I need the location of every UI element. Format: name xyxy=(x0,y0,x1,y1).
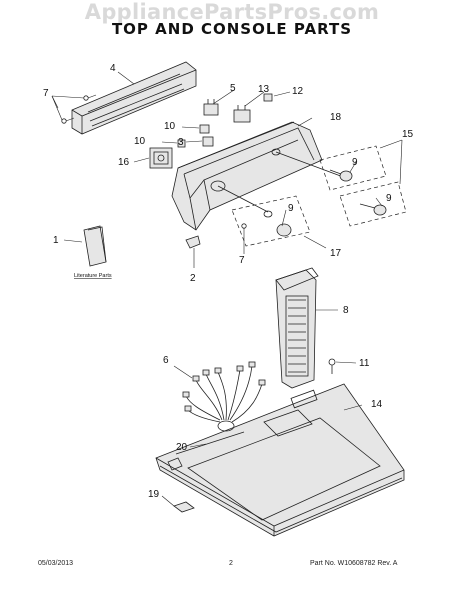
screw xyxy=(241,223,247,236)
callout-12: 12 xyxy=(292,86,304,97)
literature-book-part-1 xyxy=(83,225,107,267)
screw-part-11 xyxy=(328,358,336,374)
console-part-18 xyxy=(171,121,347,231)
console-back-panel xyxy=(71,61,197,135)
callout-7: 7 xyxy=(239,255,245,266)
callout-17: 17 xyxy=(330,248,342,259)
page-title: TOP AND CONSOLE PARTS xyxy=(111,20,353,38)
callout-9: 9 xyxy=(386,193,392,204)
knob-part-12 xyxy=(263,93,273,102)
literature-label: Literature Parts xyxy=(74,273,112,279)
screw xyxy=(61,117,75,124)
callout-20: 20 xyxy=(176,442,188,453)
bracket-part-3 xyxy=(202,136,214,147)
knob-group-17 xyxy=(231,195,311,247)
footer-part-number: Part No. W10608782 Rev. A xyxy=(310,560,398,567)
callout-2: 2 xyxy=(190,273,196,284)
callout-labels: 4 7 5 13 12 10 18 15 10 3 9 16 9 9 1 17 … xyxy=(43,63,414,500)
callout-15: 15 xyxy=(402,129,414,140)
footer-page-number: 2 xyxy=(229,560,233,567)
callout-10: 10 xyxy=(134,136,146,147)
callout-11: 11 xyxy=(359,358,370,369)
small-parts-10 xyxy=(177,124,210,148)
timer-part-16 xyxy=(149,147,173,169)
callout-14: 14 xyxy=(371,399,383,410)
screw xyxy=(83,94,97,101)
callout-10: 10 xyxy=(164,121,176,132)
callout-1: 1 xyxy=(53,235,59,246)
callout-19: 19 xyxy=(148,489,160,500)
pad-part-19 xyxy=(173,501,195,513)
strip-part-20 xyxy=(175,431,245,455)
callout-18: 18 xyxy=(330,112,342,123)
knob-group-15-lower xyxy=(339,181,407,227)
callout-3: 3 xyxy=(178,137,184,148)
callout-13: 13 xyxy=(258,84,270,95)
callout-5: 5 xyxy=(230,83,236,94)
clip-part-2 xyxy=(185,235,201,249)
switch-part-13 xyxy=(233,105,251,123)
callout-16: 16 xyxy=(118,157,130,168)
callout-9: 9 xyxy=(352,157,358,168)
watermark: AppliancePartsPros.com xyxy=(84,0,380,24)
switch-part-5 xyxy=(203,99,219,116)
callout-7: 7 xyxy=(43,88,49,99)
callout-9: 9 xyxy=(288,203,294,214)
leader-lines xyxy=(51,71,403,507)
callout-4: 4 xyxy=(110,63,116,74)
knob-group-15-upper xyxy=(319,145,387,191)
top-panel-part-14 xyxy=(155,383,405,537)
callout-8: 8 xyxy=(343,305,349,316)
footer-date: 05/03/2013 xyxy=(38,560,74,567)
lint-filter-part-8 xyxy=(275,267,319,389)
callout-6: 6 xyxy=(163,355,169,366)
wire-harness-part-6 xyxy=(182,361,266,423)
